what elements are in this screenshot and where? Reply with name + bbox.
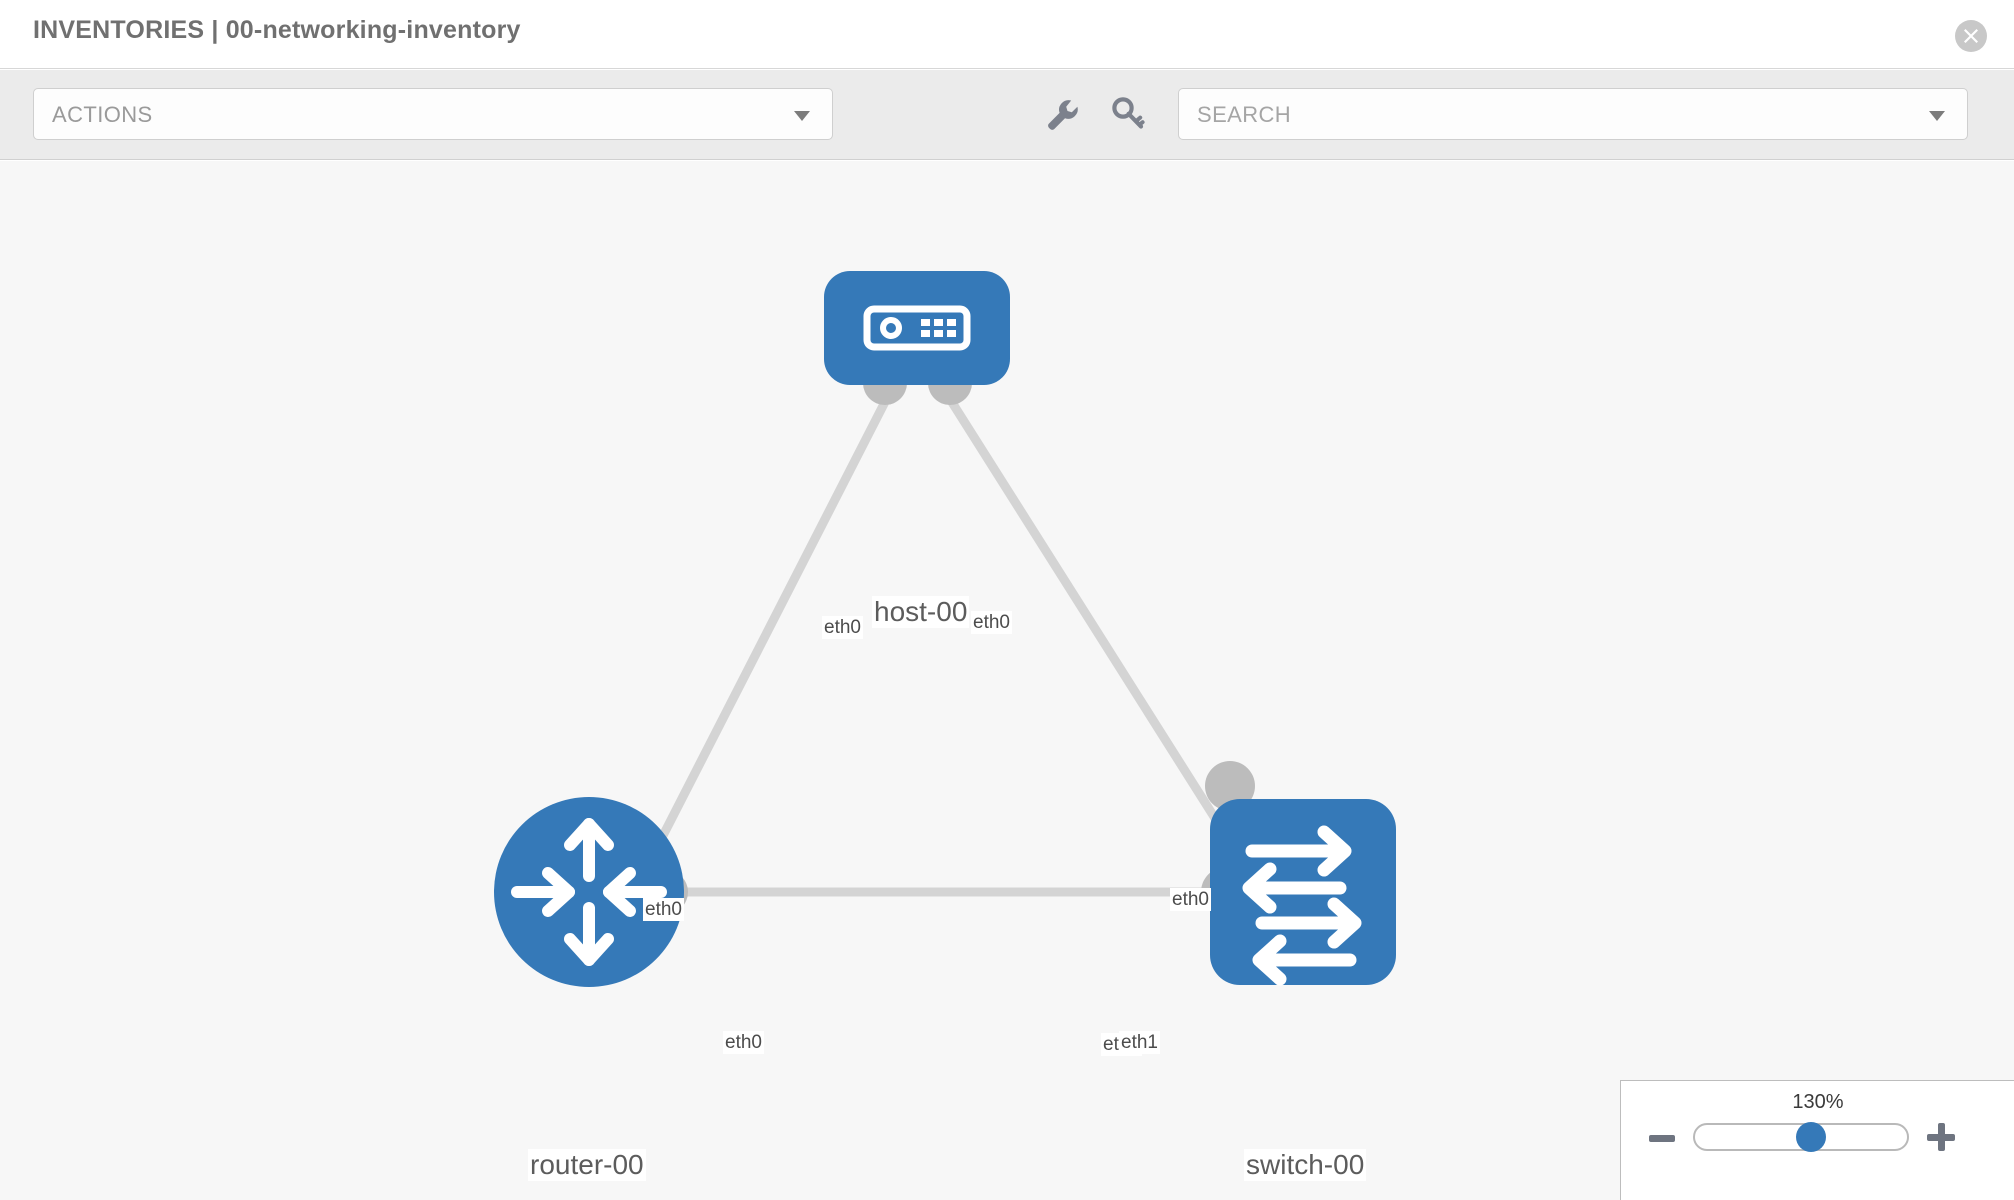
zoom-out-button[interactable] xyxy=(1649,1135,1675,1142)
page-header: INVENTORIES | 00-networking-inventory xyxy=(0,0,2014,69)
search-placeholder: SEARCH xyxy=(1197,102,1292,127)
zoom-control-panel: 130% xyxy=(1620,1080,2014,1200)
node-label-switch: switch-00 xyxy=(1244,1149,1367,1181)
chevron-down-icon xyxy=(794,111,810,121)
topology-links xyxy=(645,393,1246,897)
key-icon[interactable] xyxy=(1106,92,1150,136)
search-input[interactable]: SEARCH xyxy=(1178,88,1968,140)
topology-canvas[interactable]: eth0 eth0 eth0 eth0 eth0 eth0 eth1 host-… xyxy=(0,161,2014,1200)
wrench-icon[interactable] xyxy=(1040,92,1084,136)
interface-connectors xyxy=(644,361,1255,917)
node-label-host: host-00 xyxy=(872,596,970,628)
chevron-down-icon[interactable] xyxy=(1929,111,1945,121)
actions-dropdown[interactable]: ACTIONS xyxy=(33,88,833,140)
link-host-switch xyxy=(944,393,1246,864)
switch-arrows-icon xyxy=(1242,825,1362,986)
zoom-slider-thumb[interactable] xyxy=(1796,1122,1826,1152)
iface-label: eth0 xyxy=(1170,888,1211,911)
iface-label: eth0 xyxy=(822,616,863,639)
iface-dot-switch-north xyxy=(1205,761,1255,811)
zoom-level-label: 130% xyxy=(1792,1091,1844,1113)
node-switch-00[interactable] xyxy=(1210,799,1396,986)
node-label-router: router-00 xyxy=(528,1149,646,1181)
iface-label: eth0 xyxy=(643,898,684,921)
node-router-00[interactable] xyxy=(494,797,684,987)
toolbar: ACTIONS SEARCH xyxy=(0,70,2014,160)
actions-dropdown-label: ACTIONS xyxy=(52,102,153,127)
topology-graph xyxy=(494,271,1396,987)
router-arrows-icon xyxy=(511,818,667,966)
node-host-00[interactable] xyxy=(824,271,1010,385)
iface-label: eth0 xyxy=(971,611,1012,634)
server-icon xyxy=(863,305,971,351)
iface-label: eth0 xyxy=(723,1031,764,1054)
link-host-router xyxy=(645,393,893,864)
page-title: INVENTORIES | 00-networking-inventory xyxy=(33,16,521,44)
zoom-in-button[interactable] xyxy=(1927,1123,1955,1151)
iface-label: eth1 xyxy=(1119,1031,1160,1054)
close-icon[interactable] xyxy=(1955,20,1987,52)
